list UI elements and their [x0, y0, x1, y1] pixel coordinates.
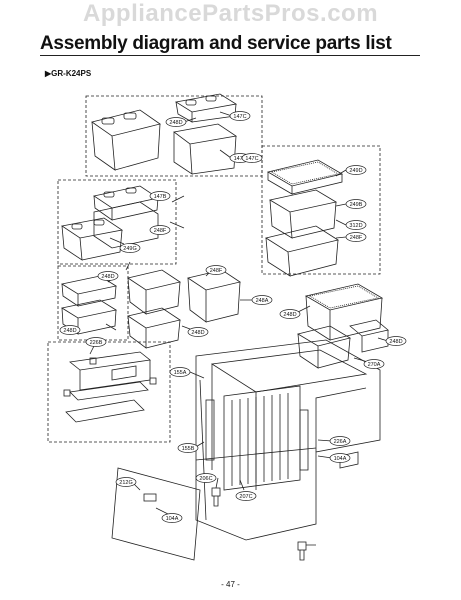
callout-label: 270A: [368, 362, 381, 368]
callout-label: 312D: [349, 223, 362, 229]
group-box-door-parts: [47, 341, 171, 443]
model-label: ▶GR-K24PS: [45, 69, 92, 78]
callout-104a: 104A: [329, 453, 351, 463]
title-rule: [40, 55, 420, 56]
group-box-mid-bins: [57, 179, 177, 265]
callout-226b: 226B: [85, 337, 107, 347]
callout-label: 248F: [350, 235, 363, 241]
callout-147c: 147C: [241, 153, 263, 163]
callout-label: 248F: [154, 228, 167, 234]
callout-226a: 226A: [329, 436, 351, 446]
callout-label: 226A: [334, 439, 347, 445]
callout-label: 206C: [199, 476, 212, 482]
bolt-104a-upper: [211, 487, 221, 507]
callout-label: 226B: [90, 340, 103, 346]
callout-label: 147C: [245, 156, 258, 162]
callout-248f: 248F: [205, 265, 227, 275]
callout-270a: 270A: [363, 359, 385, 369]
group-box-right-bins: [261, 145, 381, 275]
watermark: AppliancePartsPros.com: [82, 0, 379, 27]
callout-147b: 147B: [149, 191, 171, 201]
callout-label: 248D: [389, 339, 402, 345]
bin-right-lid: [266, 159, 344, 195]
callout-label: 104A: [166, 516, 179, 522]
callout-label: 248D: [169, 120, 182, 126]
callout-label: 207C: [239, 494, 252, 500]
callout-147c: 147C: [229, 111, 251, 121]
group-box-small-bins: [57, 265, 129, 341]
callout-label: 248D: [283, 312, 296, 318]
bin-crisper-right: [304, 283, 384, 341]
callout-label: 147B: [154, 194, 167, 200]
callout-249g: 249G: [119, 243, 141, 253]
callout-label: 155A: [174, 370, 187, 376]
callout-248d: 248D: [97, 271, 119, 281]
door-panel: [111, 467, 201, 561]
page-number: - 47 -: [221, 580, 240, 589]
callout-155b: 155B: [177, 443, 199, 453]
callout-label: 155B: [182, 446, 195, 452]
callout-label: 249D: [349, 168, 362, 174]
door-handle-parts: [63, 351, 157, 423]
callout-212g: 212G: [115, 477, 137, 487]
callout-248d: 248D: [187, 327, 209, 337]
bolt-104a-lower: [297, 541, 307, 561]
bin-mid-under: [93, 201, 159, 249]
callout-207c: 207C: [235, 491, 257, 501]
callout-248d: 248D: [385, 336, 407, 346]
callout-104a: 104A: [161, 513, 183, 523]
page-title: Assembly diagram and service parts list: [40, 33, 392, 54]
bin-small-center: [127, 269, 181, 315]
callout-label: 248D: [101, 274, 114, 280]
bin-small-center-lower: [127, 307, 181, 349]
callout-label: 249B: [350, 202, 363, 208]
bin-upper-right-bottom: [173, 123, 238, 175]
bin-right-middle: [268, 189, 338, 239]
callout-label: 248D: [63, 328, 76, 334]
callout-155a: 155A: [169, 367, 191, 377]
callout-206c: 206C: [195, 473, 217, 483]
group-box-upper-bins: [85, 95, 263, 177]
callout-248d: 248D: [59, 325, 81, 335]
callout-label: 248A: [256, 298, 269, 304]
bin-small-right: [187, 269, 241, 323]
callout-label: 248D: [191, 330, 204, 336]
callout-248f: 248F: [149, 225, 171, 235]
bin-mid-top: [92, 185, 160, 221]
callout-label: 147A: [234, 156, 247, 162]
callout-248a: 248A: [251, 295, 273, 305]
bin-right-bottom: [264, 225, 340, 277]
bin-small-left-top: [60, 275, 118, 307]
bin-mid-left: [60, 217, 124, 261]
callout-label: 212G: [119, 480, 132, 486]
callout-label: 104A: [334, 456, 347, 462]
callout-249b: 249B: [345, 199, 367, 209]
callout-249d: 249D: [345, 165, 367, 175]
bin-upper-right-top: [174, 93, 238, 123]
callout-248d: 248D: [279, 309, 301, 319]
freezer-body: [195, 339, 381, 541]
callout-label: 147C: [233, 114, 246, 120]
callout-label: 248F: [210, 268, 223, 274]
callout-248d: 248D: [165, 117, 187, 127]
model-number: GR-K24PS: [51, 69, 92, 78]
callout-label: 249G: [123, 246, 136, 252]
bin-upper-left: [91, 109, 161, 171]
callout-312d: 312D: [345, 220, 367, 230]
callout-248f: 248F: [345, 232, 367, 242]
